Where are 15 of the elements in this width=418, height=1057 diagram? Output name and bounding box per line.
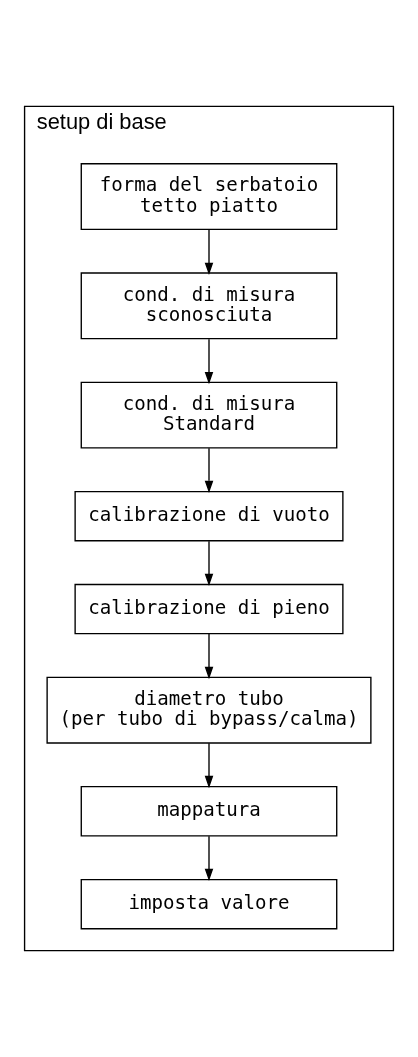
node-box: cond. di misura sconosciuta — [80, 272, 338, 340]
arrow — [204, 633, 214, 680]
node-box: forma del serbatoio tetto piatto — [80, 163, 338, 231]
arrow — [204, 540, 214, 586]
arrow — [204, 447, 214, 494]
node-box: mappatura — [80, 786, 338, 837]
node-box: calibrazione di pieno — [74, 583, 344, 635]
node-box: diametro tubo (per tubo di bypass/calma) — [46, 676, 372, 744]
arrow — [204, 229, 214, 275]
node-box: imposta valore — [80, 878, 338, 930]
node-box: calibrazione di vuoto — [74, 490, 344, 542]
arrow — [204, 742, 214, 789]
node-box: cond. di misura Standard — [80, 381, 338, 449]
arrow — [204, 835, 214, 882]
arrow — [204, 338, 214, 385]
